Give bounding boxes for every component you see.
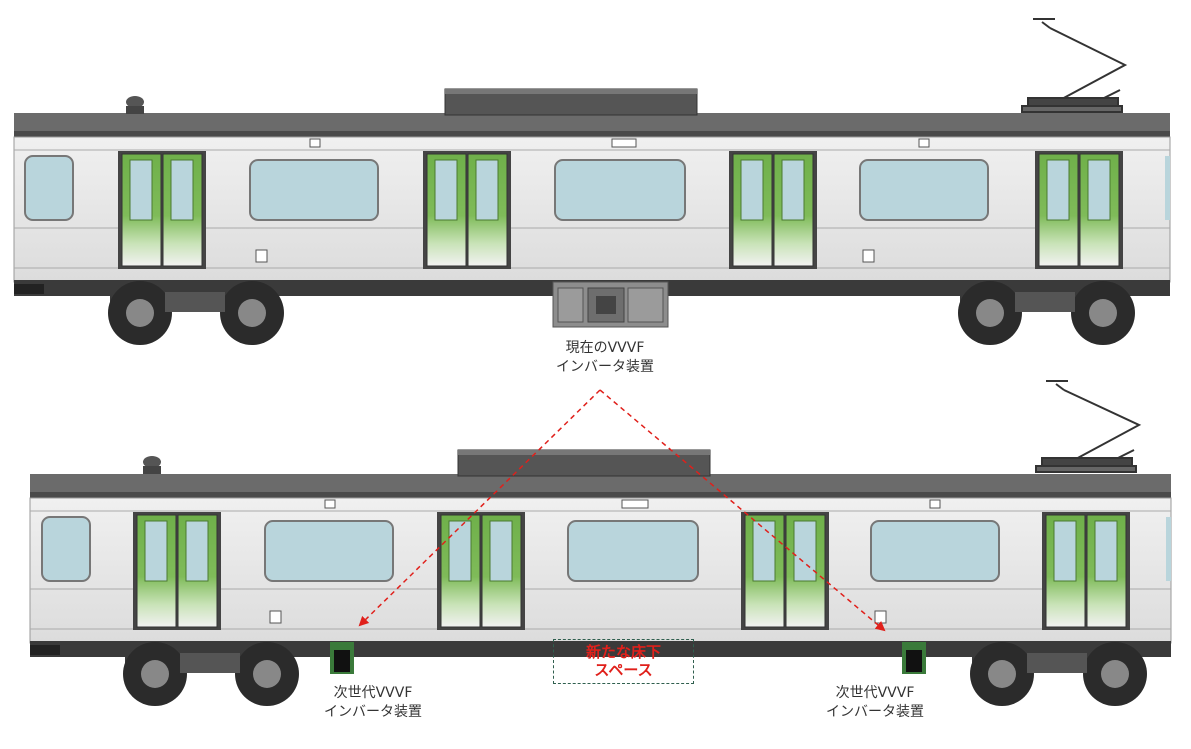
- horn: [126, 96, 144, 108]
- next-inverter-left-label-line1: 次世代VVVF: [333, 685, 413, 701]
- next-inverter-right-label-line1: 次世代VVVF: [835, 685, 915, 701]
- coupler: [30, 645, 60, 655]
- door: [741, 512, 829, 630]
- destination-sign: [611, 138, 637, 148]
- current-inverter-unit: [552, 281, 669, 328]
- indicator-lamp: [309, 138, 321, 148]
- door: [133, 512, 221, 630]
- window: [554, 159, 686, 221]
- next-inverter-right-label-line2: インバータ装置: [826, 704, 924, 720]
- current-inverter-label-line1: 現在のVVVF: [565, 340, 645, 356]
- next-inverter-left-label: 次世代VVVF インバータ装置: [303, 684, 443, 722]
- next-inverter-right-label: 次世代VVVF インバータ装置: [805, 684, 945, 722]
- door: [423, 151, 511, 269]
- pantograph: [1021, 18, 1128, 113]
- current-inverter-label: 現在のVVVF インバータ装置: [535, 339, 675, 377]
- underframe: [30, 641, 1171, 657]
- door: [118, 151, 206, 269]
- window: [870, 520, 1000, 582]
- window: [249, 159, 379, 221]
- door: [1035, 151, 1123, 269]
- door: [729, 151, 817, 269]
- new-space-label-line2: スペース: [594, 661, 653, 679]
- horn-base: [143, 466, 161, 474]
- window: [41, 516, 91, 582]
- indicator-lamp: [929, 499, 941, 509]
- horn: [143, 456, 161, 468]
- arrow-to-left-inverter: [358, 389, 601, 627]
- bogie-right: [958, 281, 1135, 345]
- window: [859, 159, 989, 221]
- access-panel: [862, 249, 875, 263]
- door: [437, 512, 525, 630]
- next-inverter-unit-right: [902, 642, 926, 674]
- indicator-lamp: [918, 138, 930, 148]
- air-conditioner-top: [445, 89, 697, 94]
- next-inverter-unit-left: [330, 642, 354, 674]
- roof-edge: [30, 492, 1171, 498]
- window: [264, 520, 394, 582]
- window: [1165, 156, 1170, 220]
- bogie-left: [123, 642, 299, 706]
- bogie-right: [970, 642, 1147, 706]
- arrow-to-right-inverter: [599, 389, 886, 632]
- air-conditioner-top: [458, 450, 710, 455]
- destination-sign: [621, 499, 649, 509]
- bogie-left: [108, 281, 284, 345]
- access-panel: [874, 610, 887, 624]
- window: [567, 520, 699, 582]
- window: [1166, 517, 1171, 581]
- coupler: [14, 284, 44, 294]
- pantograph: [1035, 380, 1142, 473]
- current-inverter-label-line2: インバータ装置: [556, 359, 654, 375]
- train-next-generation: [29, 380, 1172, 706]
- roof-edge: [14, 131, 1170, 137]
- next-inverter-left-label-line2: インバータ装置: [324, 704, 422, 720]
- indicator-lamp: [324, 499, 336, 509]
- new-space-label-line1: 新たな床下: [585, 643, 661, 661]
- train-current: [13, 18, 1171, 345]
- access-panel: [255, 249, 268, 263]
- access-panel: [269, 610, 282, 624]
- new-space-box: 新たな床下 スペース: [553, 639, 694, 684]
- window: [24, 155, 74, 221]
- horn-base: [126, 106, 144, 114]
- door: [1042, 512, 1130, 630]
